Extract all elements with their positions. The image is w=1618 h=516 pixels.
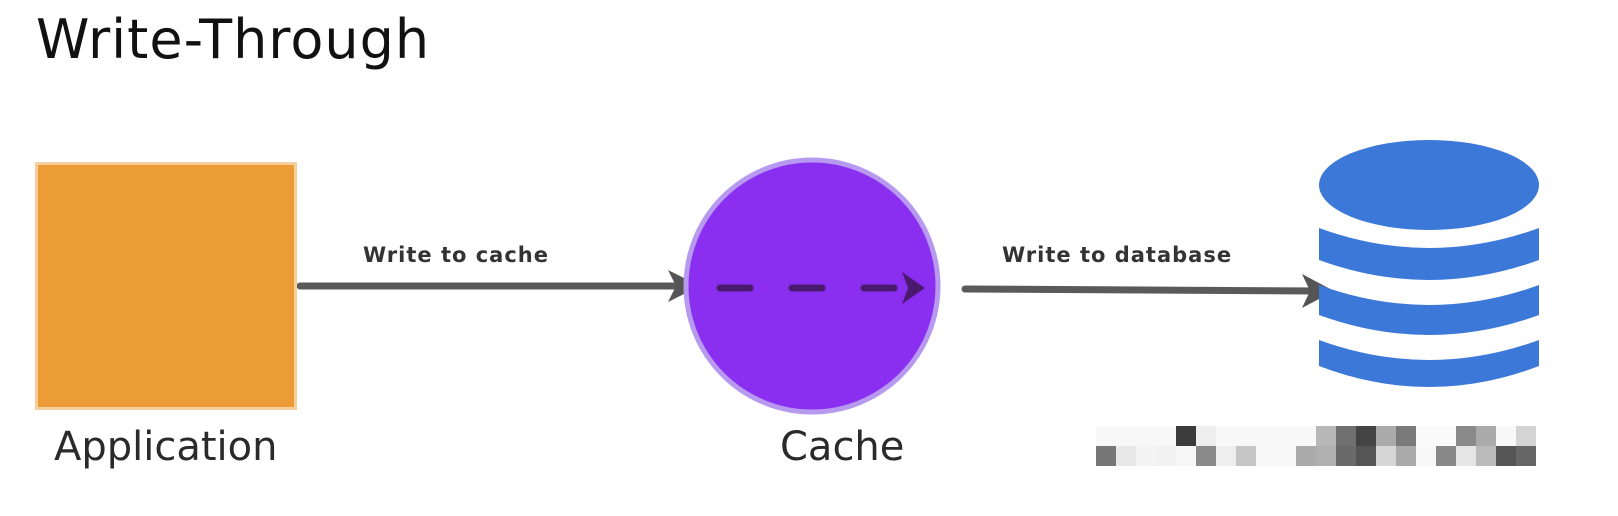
database-icon	[1319, 140, 1539, 387]
arrowhead-icon	[1302, 274, 1334, 308]
application-label: Application	[54, 424, 278, 470]
edge-label-write-to-database: Write to database	[1002, 243, 1233, 267]
application-node	[35, 162, 297, 410]
edge-app-to-cache	[296, 270, 700, 302]
database-label-obscured	[1096, 426, 1542, 466]
diagram-title: Write-Through	[36, 8, 431, 71]
cache-label: Cache	[780, 424, 905, 470]
edge-through-cache-dashed	[716, 272, 925, 304]
edge-label-write-to-cache: Write to cache	[363, 243, 549, 267]
edge-cache-to-database	[961, 274, 1334, 308]
arrowhead-icon	[902, 272, 925, 304]
